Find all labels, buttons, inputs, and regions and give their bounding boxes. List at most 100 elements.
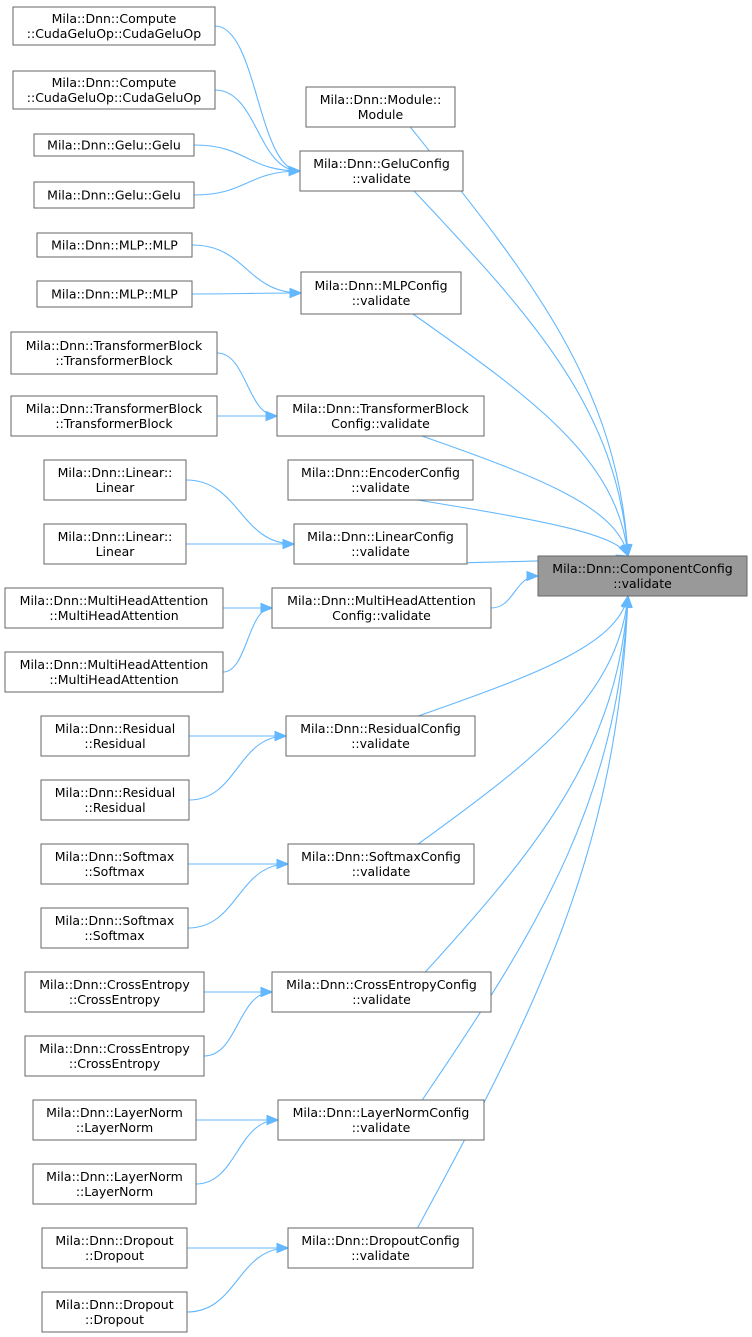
node-componentconfig[interactable]: Mila::Dnn::ComponentConfig::validate	[537, 555, 748, 597]
node-label-line: ::TransformerBlock	[55, 416, 173, 431]
edge-do2-to-doconfig	[186, 1247, 289, 1313]
node-linear1[interactable]: Mila::Dnn::Linear::Linear	[43, 459, 187, 501]
arrowhead	[265, 410, 279, 422]
node-ceconfig[interactable]: Mila::Dnn::CrossEntropyConfig::validate	[271, 971, 492, 1013]
node-label-line: ::MultiHeadAttention	[49, 672, 178, 687]
node-label-line: ::Softmax	[84, 864, 144, 879]
node-box	[24, 971, 205, 1013]
node-linearconfig[interactable]: Mila::Dnn::LinearConfig::validate	[293, 523, 468, 565]
node-label-line: Mila::Dnn::Linear::	[58, 465, 173, 480]
node-ln1[interactable]: Mila::Dnn::LayerNorm::LayerNorm	[32, 1099, 197, 1141]
node-box	[43, 459, 187, 501]
node-label-line: Mila::Dnn::MultiHeadAttention	[20, 593, 209, 608]
node-box	[40, 843, 189, 885]
node-box	[43, 523, 187, 565]
node-tb1[interactable]: Mila::Dnn::TransformerBlock::Transformer…	[10, 331, 218, 375]
node-ce1[interactable]: Mila::Dnn::CrossEntropy::CrossEntropy	[24, 971, 205, 1013]
edge-resconfig-to-componentconfig	[418, 595, 629, 717]
node-mlp2[interactable]: Mila::Dnn::MLP::MLP	[36, 280, 193, 308]
node-box	[537, 555, 748, 597]
node-mha1[interactable]: Mila::Dnn::MultiHeadAttention::MultiHead…	[4, 587, 224, 629]
edge-smconfig-to-componentconfig	[417, 595, 629, 845]
node-res1[interactable]: Mila::Dnn::Residual::Residual	[40, 715, 190, 757]
node-gelu2[interactable]: Mila::Dnn::Gelu::Gelu	[33, 181, 195, 209]
node-ce2[interactable]: Mila::Dnn::CrossEntropy::CrossEntropy	[24, 1035, 205, 1077]
node-label-line: Module	[358, 107, 404, 122]
node-box	[12, 70, 216, 110]
node-doconfig[interactable]: Mila::Dnn::DropoutConfig::validate	[287, 1227, 474, 1269]
node-label-line: Mila::Dnn::MLP::MLP	[51, 287, 178, 302]
node-box	[32, 1099, 197, 1141]
node-label-line: ::CudaGeluOp::CudaGeluOp	[27, 90, 201, 105]
node-label-line: Mila::Dnn::ResidualConfig	[300, 721, 461, 736]
node-label-line: Mila::Dnn::Softmax	[55, 913, 175, 928]
node-box	[271, 971, 492, 1013]
node-box	[287, 1227, 474, 1269]
node-label-line: Mila::Dnn::EncoderConfig	[301, 465, 460, 480]
node-label-line: Mila::Dnn::Linear::	[58, 529, 173, 544]
node-box	[33, 181, 195, 209]
node-smconfig[interactable]: Mila::Dnn::SoftmaxConfig::validate	[287, 843, 475, 885]
node-do1[interactable]: Mila::Dnn::Dropout::Dropout	[41, 1227, 188, 1269]
edge-cudagelu2-to-geluconfig	[214, 89, 301, 172]
node-module[interactable]: Mila::Dnn::Module::Module	[305, 86, 456, 128]
node-label-line: ::validate	[351, 1248, 410, 1263]
node-box	[4, 587, 224, 629]
node-label-line: Mila::Dnn::CrossEntropy	[39, 977, 190, 992]
node-label-line: Mila::Dnn::GeluConfig	[313, 156, 450, 171]
node-lnconfig[interactable]: Mila::Dnn::LayerNormConfig::validate	[277, 1099, 485, 1141]
edge-ceconfig-to-componentconfig	[424, 595, 629, 973]
node-label-line: ::Dropout	[85, 1312, 144, 1327]
edge-gelu2-to-geluconfig	[193, 170, 301, 196]
node-box	[276, 395, 485, 437]
node-res2[interactable]: Mila::Dnn::Residual::Residual	[40, 779, 190, 821]
node-sm1[interactable]: Mila::Dnn::Softmax::Softmax	[40, 843, 189, 885]
arrowhead	[288, 165, 302, 177]
arrowhead	[276, 858, 290, 870]
node-tbconfig[interactable]: Mila::Dnn::TransformerBlockConfig::valid…	[276, 395, 485, 437]
node-cudagelu1[interactable]: Mila::Dnn::Compute::CudaGeluOp::CudaGelu…	[12, 6, 216, 46]
node-sm2[interactable]: Mila::Dnn::Softmax::Softmax	[40, 907, 189, 949]
node-mhaconfig[interactable]: Mila::Dnn::MultiHeadAttentionConfig::val…	[271, 587, 492, 629]
node-geluconfig[interactable]: Mila::Dnn::GeluConfig::validate	[299, 150, 464, 192]
node-label-line: ::validate	[351, 736, 410, 751]
edge-linear1-to-linearconfig	[185, 479, 295, 545]
node-mlp1[interactable]: Mila::Dnn::MLP::MLP	[36, 232, 193, 258]
edge-tbconfig-to-componentconfig	[421, 435, 629, 557]
node-label-line: ::validate	[352, 171, 411, 186]
node-label-line: ::validate	[352, 1120, 411, 1135]
node-label-line: Mila::Dnn::DropoutConfig	[301, 1233, 459, 1248]
node-do2[interactable]: Mila::Dnn::Dropout::Dropout	[41, 1291, 188, 1333]
node-label-line: Mila::Dnn::MultiHeadAttention	[20, 657, 209, 672]
node-label-line: Mila::Dnn::TransformerBlock	[292, 401, 469, 416]
node-label-line: ::Residual	[84, 800, 145, 815]
node-label-line: ::validate	[352, 864, 411, 879]
node-mha2[interactable]: Mila::Dnn::MultiHeadAttention::MultiHead…	[4, 651, 224, 693]
arrowhead	[289, 287, 303, 299]
node-label-line: Mila::Dnn::MLPConfig	[314, 278, 447, 293]
node-label-line: Config::validate	[332, 608, 431, 623]
node-label-line: Mila::Dnn::Module::	[320, 92, 442, 107]
node-encoderconfig[interactable]: Mila::Dnn::EncoderConfig::validate	[287, 459, 474, 501]
node-gelu1[interactable]: Mila::Dnn::Gelu::Gelu	[33, 133, 195, 157]
node-label-line: ::Softmax	[84, 928, 144, 943]
edge-gelu1-to-geluconfig	[193, 144, 301, 172]
node-label-line: Mila::Dnn::LinearConfig	[307, 529, 454, 544]
node-label-line: ::validate	[351, 544, 410, 559]
node-cudagelu2[interactable]: Mila::Dnn::Compute::CudaGeluOp::CudaGelu…	[12, 70, 216, 110]
node-label-line: ::LayerNorm	[76, 1184, 153, 1199]
node-resconfig[interactable]: Mila::Dnn::ResidualConfig::validate	[285, 715, 476, 757]
node-label-line: ::TransformerBlock	[55, 353, 173, 368]
node-mlpconfig[interactable]: Mila::Dnn::MLPConfig::validate	[300, 271, 462, 315]
node-tb2[interactable]: Mila::Dnn::TransformerBlock::Transformer…	[10, 395, 218, 437]
node-ln2[interactable]: Mila::Dnn::LayerNorm::LayerNorm	[32, 1163, 197, 1205]
arrowhead	[276, 1242, 290, 1254]
node-label-line: ::validate	[351, 480, 410, 495]
node-label-line: ::CrossEntropy	[69, 1056, 161, 1071]
node-label-line: Mila::Dnn::MultiHeadAttention	[287, 593, 476, 608]
node-label-line: Mila::Dnn::Softmax	[55, 849, 175, 864]
node-label-line: ::Dropout	[85, 1248, 144, 1263]
node-linear2[interactable]: Mila::Dnn::Linear::Linear	[43, 523, 187, 565]
node-label-line: ::LayerNorm	[76, 1120, 153, 1135]
arrowhead	[260, 602, 274, 614]
